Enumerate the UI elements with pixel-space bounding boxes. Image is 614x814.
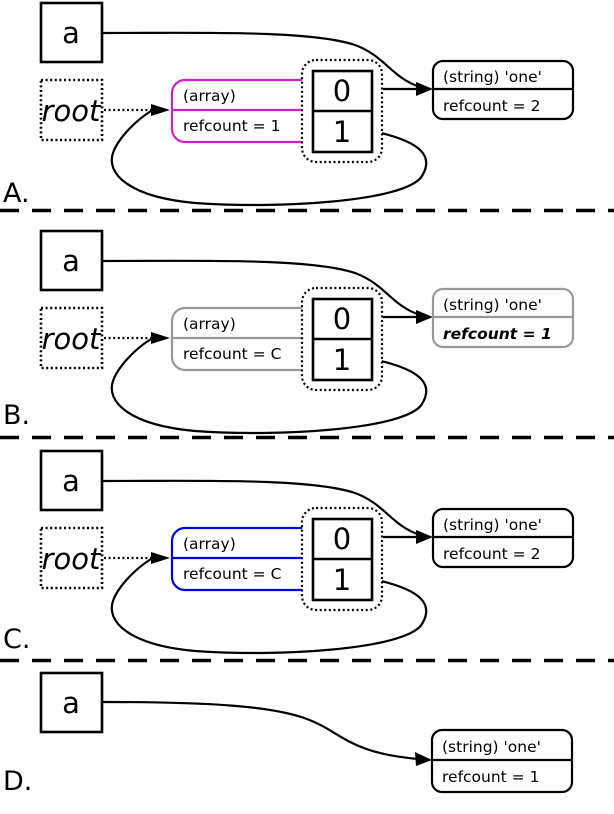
cell-0-label: 0 bbox=[333, 74, 351, 108]
var-box-a bbox=[39, 671, 104, 734]
var-box-a-label: a bbox=[62, 464, 80, 498]
root-box-label: root bbox=[42, 542, 102, 576]
var-box-a bbox=[39, 449, 104, 512]
array-type-label: (array) bbox=[183, 87, 236, 105]
array-refcount-label: refcount = 1 bbox=[183, 117, 280, 135]
arrow-a-to-string bbox=[101, 31, 421, 89]
arrowhead-to-string bbox=[416, 530, 433, 544]
array-type-label: (array) bbox=[183, 535, 236, 553]
panel-b-label: B. bbox=[3, 400, 30, 431]
arrow-a-to-string bbox=[101, 259, 421, 317]
root-box-label: root bbox=[42, 94, 102, 128]
string-type-label: (string) 'one' bbox=[443, 296, 542, 314]
arrowhead-root-to-array bbox=[151, 332, 170, 344]
panel-b: a root (array) refcount = C 0 1 (string)… bbox=[3, 229, 575, 435]
panel-c-label: C. bbox=[3, 624, 30, 655]
panel-a: a root (array) refcount = 1 0 1 (string)… bbox=[3, 1, 575, 209]
panel-a-label: A. bbox=[3, 178, 30, 209]
array-type-label: (array) bbox=[183, 315, 236, 333]
panel-d: a (string) 'one' refcount = 1 D. bbox=[3, 671, 574, 797]
cell-1-label: 1 bbox=[333, 343, 351, 377]
arrowhead-root-to-array bbox=[151, 552, 170, 564]
arrow-cycle-cell1-to-array bbox=[110, 110, 428, 207]
var-box-a-label: a bbox=[62, 686, 80, 720]
var-box-a-label: a bbox=[62, 244, 80, 278]
arrowhead-root-to-array bbox=[151, 104, 170, 116]
root-box bbox=[39, 306, 104, 370]
root-box bbox=[39, 78, 104, 142]
string-refcount-label: refcount = 1 bbox=[443, 325, 552, 343]
var-box-a-label: a bbox=[62, 16, 80, 50]
var-box-a bbox=[39, 1, 104, 64]
string-type-label: (string) 'one' bbox=[442, 738, 541, 756]
var-box-a bbox=[39, 229, 104, 292]
cell-0-label: 0 bbox=[333, 522, 351, 556]
arrow-cycle-cell1-to-array bbox=[110, 338, 428, 435]
panel-d-label: D. bbox=[3, 766, 32, 797]
arrowhead-to-string bbox=[415, 752, 432, 766]
string-refcount-label: refcount = 2 bbox=[443, 545, 540, 563]
arrow-cycle-cell1-to-array bbox=[110, 558, 428, 655]
string-refcount-label: refcount = 2 bbox=[443, 97, 540, 115]
panel-c: a root (array) refcount = C 0 1 (string)… bbox=[3, 449, 575, 655]
array-refcount-label: refcount = C bbox=[183, 345, 281, 363]
root-box-label: root bbox=[42, 322, 102, 356]
arrowhead-to-string bbox=[416, 82, 433, 96]
arrow-a-to-string bbox=[101, 700, 419, 761]
array-refcount-label: refcount = C bbox=[183, 565, 281, 583]
arrow-a-to-string bbox=[101, 479, 421, 537]
string-refcount-label: refcount = 1 bbox=[442, 768, 539, 786]
string-type-label: (string) 'one' bbox=[443, 68, 542, 86]
cell-0-label: 0 bbox=[333, 302, 351, 336]
arrowhead-to-string bbox=[416, 310, 433, 324]
string-type-label: (string) 'one' bbox=[443, 516, 542, 534]
root-box bbox=[39, 526, 104, 590]
cell-1-label: 1 bbox=[333, 563, 351, 597]
cell-1-label: 1 bbox=[333, 115, 351, 149]
